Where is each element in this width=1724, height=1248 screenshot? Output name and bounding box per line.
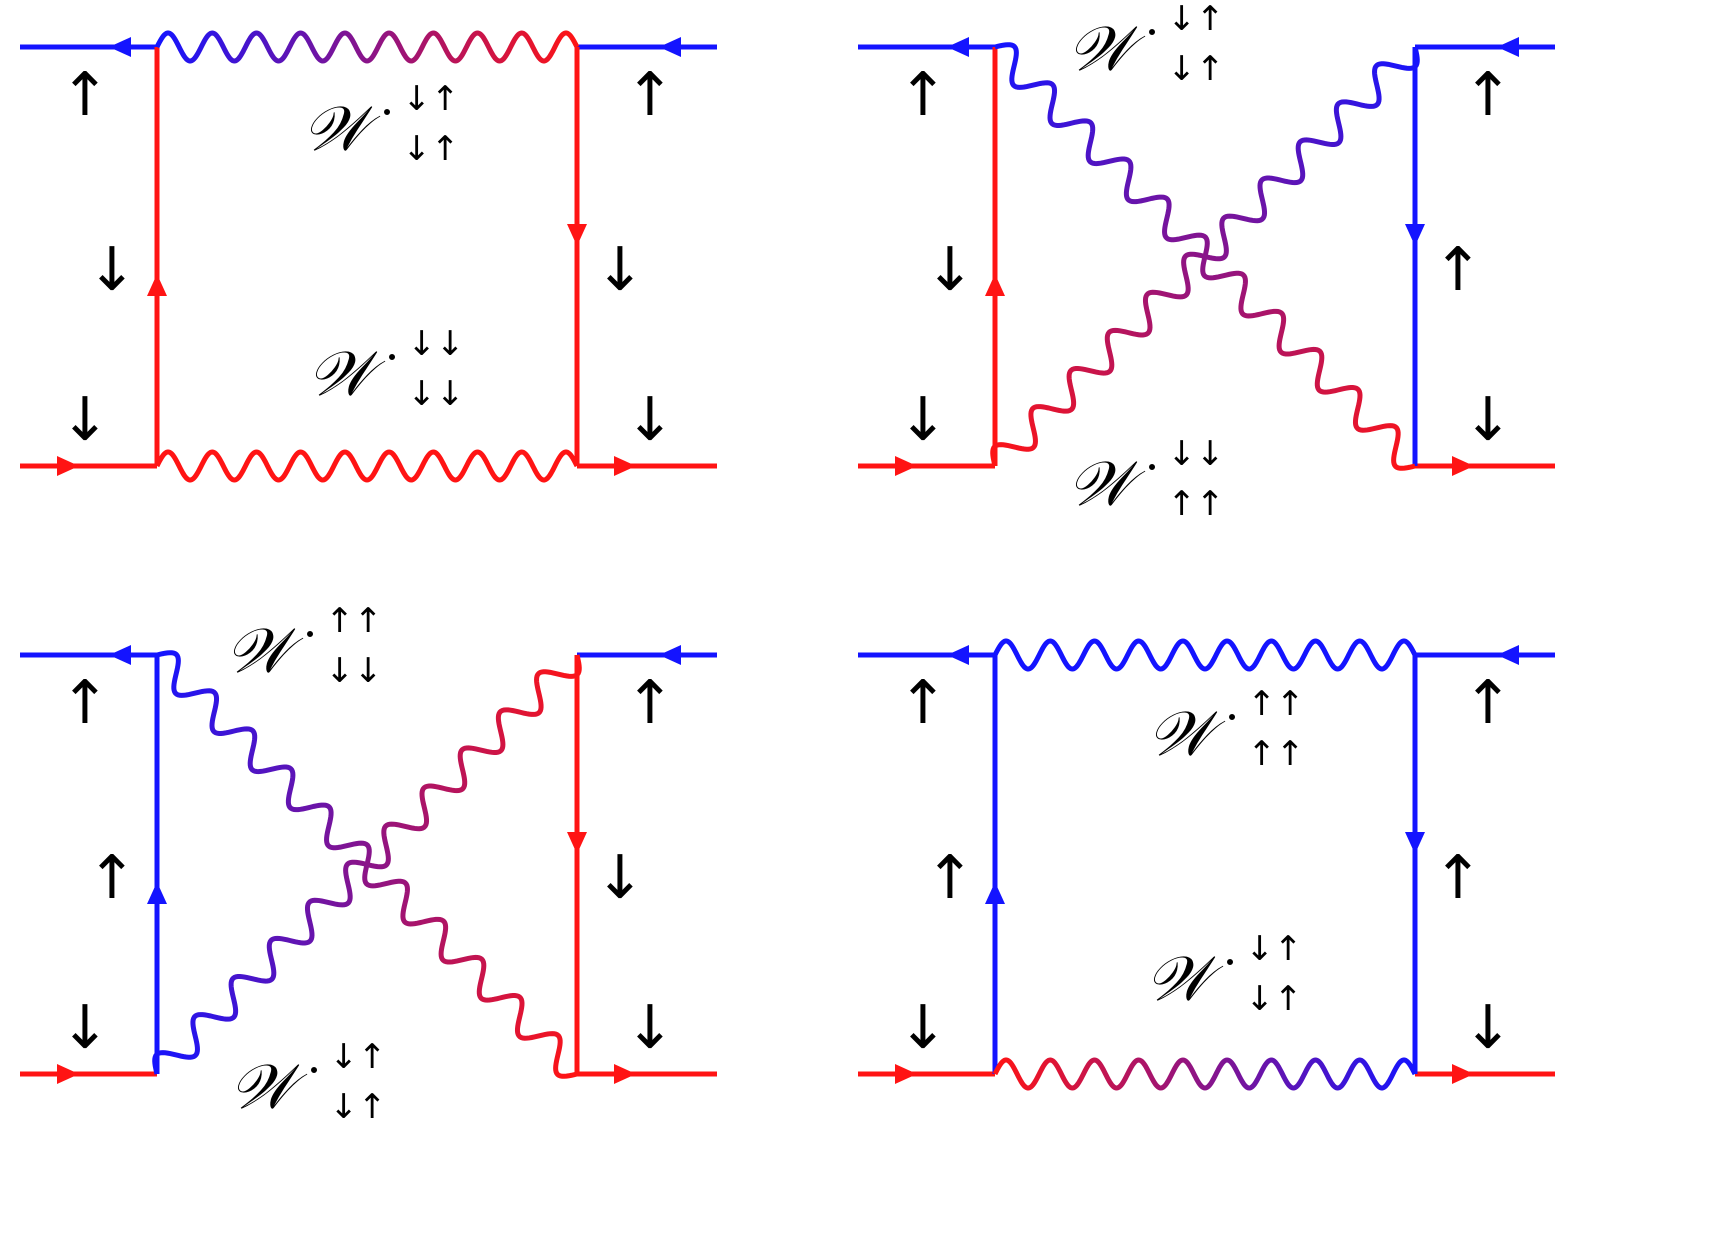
- w-label-1-symbol: 𝒲: [1068, 12, 1146, 85]
- w-label-2-spin-bottom: ↓↑: [1246, 979, 1303, 1019]
- w-label-1-spin-bottom: ↓↓: [326, 651, 383, 691]
- arrow-internal-right: [567, 224, 587, 246]
- w-label-2-symbol: 𝒲: [1146, 942, 1224, 1015]
- spin-bottom-right: ↓: [1463, 993, 1513, 1063]
- spin-top-right: ↑: [625, 60, 675, 130]
- spin-bottom-right: ↓: [625, 993, 675, 1063]
- spin-internal-right: ↑: [1433, 843, 1483, 913]
- arrow-top-left: [109, 37, 131, 57]
- spin-top-left: ↑: [60, 60, 110, 130]
- propagator-top: [154, 30, 580, 64]
- propagator-bottom: [154, 449, 580, 483]
- arrow-internal-left: [985, 882, 1005, 904]
- spin-top-right: ↑: [625, 668, 675, 738]
- w-label-2-dot: ·: [1223, 935, 1238, 989]
- w-label-1-spin-top: ↓↑: [1168, 0, 1225, 39]
- w-label-2-dot: ·: [307, 1043, 322, 1097]
- spin-bottom-right: ↓: [1463, 385, 1513, 455]
- arrow-top-right: [659, 645, 681, 665]
- spin-internal-right: ↓: [595, 235, 645, 305]
- spin-internal-left: ↑: [925, 843, 975, 913]
- w-label-1-spin-top: ↓↑: [403, 79, 460, 119]
- arrow-bottom-right: [1452, 456, 1474, 476]
- propagator-cross-up: [990, 46, 1420, 467]
- spin-top-left: ↑: [898, 60, 948, 130]
- spin-top-left: ↑: [60, 668, 110, 738]
- arrow-bottom-left: [895, 456, 917, 476]
- arrow-bottom-left: [57, 456, 79, 476]
- w-label-2-spin-top: ↓↑: [1246, 929, 1303, 969]
- spin-internal-right: ↓: [595, 843, 645, 913]
- spin-internal-left: ↓: [87, 235, 137, 305]
- w-label-1-dot: ·: [1145, 5, 1160, 59]
- w-label-1-symbol: 𝒲: [1148, 697, 1226, 770]
- propagator-cross-up: [152, 654, 582, 1075]
- arrow-internal-left: [985, 274, 1005, 296]
- arrow-bottom-left: [895, 1064, 917, 1084]
- w-label-1-dot: ·: [1225, 690, 1240, 744]
- spin-internal-left: ↓: [925, 235, 975, 305]
- arrow-top-right: [1497, 37, 1519, 57]
- w-label-1-spin-bottom: ↓↑: [403, 129, 460, 169]
- arrow-internal-left: [147, 274, 167, 296]
- w-label-1-spin-top: ↑↑: [1248, 684, 1305, 724]
- w-label-1-spin-bottom: ↑↑: [1248, 734, 1305, 774]
- w-label-2-spin-top: ↓↓: [408, 324, 465, 364]
- propagator-bottom: [992, 1057, 1418, 1091]
- w-label-1-spin-bottom: ↓↑: [1168, 49, 1225, 89]
- spin-top-right: ↑: [1463, 668, 1513, 738]
- w-label-1-symbol: 𝒲: [303, 92, 381, 165]
- w-label-1-spin-top: ↑↑: [326, 601, 383, 641]
- w-label-2-spin-top: ↓↓: [1168, 434, 1225, 474]
- arrow-top-right: [1497, 645, 1519, 665]
- w-label-2-dot: ·: [1145, 440, 1160, 494]
- arrow-top-left: [947, 37, 969, 57]
- w-label-2-spin-top: ↓↑: [330, 1037, 387, 1077]
- arrow-internal-left: [147, 882, 167, 904]
- w-label-2-spin-bottom: ↓↑: [330, 1087, 387, 1127]
- arrow-internal-right: [567, 832, 587, 854]
- w-label-2-symbol: 𝒲: [308, 337, 386, 410]
- propagator-top: [992, 638, 1418, 672]
- spin-bottom-right: ↓: [625, 385, 675, 455]
- w-label-1-symbol: 𝒲: [226, 614, 304, 687]
- arrow-bottom-right: [614, 456, 636, 476]
- w-label-2-spin-bottom: ↑↑: [1168, 484, 1225, 524]
- spin-bottom-left: ↓: [60, 993, 110, 1063]
- arrow-internal-right: [1405, 832, 1425, 854]
- arrow-bottom-right: [1452, 1064, 1474, 1084]
- w-label-2-dot: ·: [385, 330, 400, 384]
- w-label-2-symbol: 𝒲: [230, 1050, 308, 1123]
- arrow-bottom-left: [57, 1064, 79, 1084]
- arrow-internal-right: [1405, 224, 1425, 246]
- spin-bottom-left: ↓: [60, 385, 110, 455]
- w-label-1-dot: ·: [380, 85, 395, 139]
- arrow-top-left: [947, 645, 969, 665]
- w-label-1-dot: ·: [303, 607, 318, 661]
- w-label-2-symbol: 𝒲: [1068, 447, 1146, 520]
- spin-bottom-left: ↓: [898, 385, 948, 455]
- spin-bottom-left: ↓: [898, 993, 948, 1063]
- spin-internal-left: ↑: [87, 843, 137, 913]
- arrow-top-left: [109, 645, 131, 665]
- arrow-bottom-right: [614, 1064, 636, 1084]
- spin-internal-right: ↑: [1433, 235, 1483, 305]
- spin-top-right: ↑: [1463, 60, 1513, 130]
- w-label-2-spin-bottom: ↓↓: [408, 374, 465, 414]
- spin-top-left: ↑: [898, 668, 948, 738]
- arrow-top-right: [659, 37, 681, 57]
